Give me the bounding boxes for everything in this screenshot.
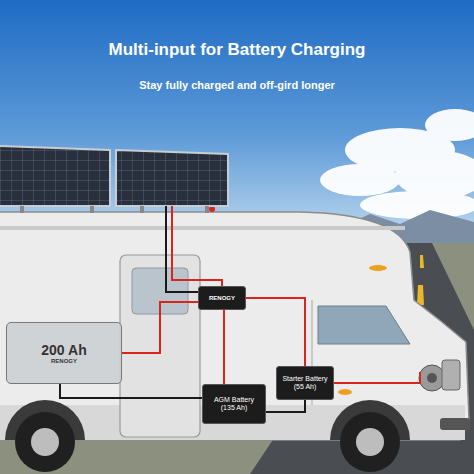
wheel-hub [31,428,59,456]
clouds [320,109,474,219]
power-wire [246,298,305,366]
lithium-battery: 200 AhRENOGY [6,322,122,384]
power-wire [122,302,198,353]
solar-panels [0,146,228,213]
wires [60,206,420,424]
node-text: AGM Battery (135 Ah) [207,396,261,412]
rv-door [120,255,200,437]
rv-body [0,212,469,440]
power-wire [223,310,225,384]
road-marks [417,255,424,305]
alternator [419,360,460,391]
cab-window [318,306,410,344]
marker-light [338,389,352,395]
charge-controller: RENOGY [198,286,246,310]
subtitle: Stay fully charged and off-gird longer [0,79,474,91]
node-text: RENOGY [51,358,77,365]
node-text: 200 Ah [41,342,86,358]
rv-stripe [0,226,405,230]
agm-battery: AGM Battery (135 Ah) [202,384,266,424]
bumper [440,418,470,430]
starter-battery: Starter Battery (55 Ah) [276,366,334,400]
title: Multi-input for Battery Charging [0,40,474,60]
node-text: RENOGY [209,295,235,302]
wheel [15,412,75,472]
wheel [340,412,400,472]
wheel-hub [356,428,384,456]
marker-light [369,265,387,271]
node-text: Starter Battery (55 Ah) [281,375,329,391]
